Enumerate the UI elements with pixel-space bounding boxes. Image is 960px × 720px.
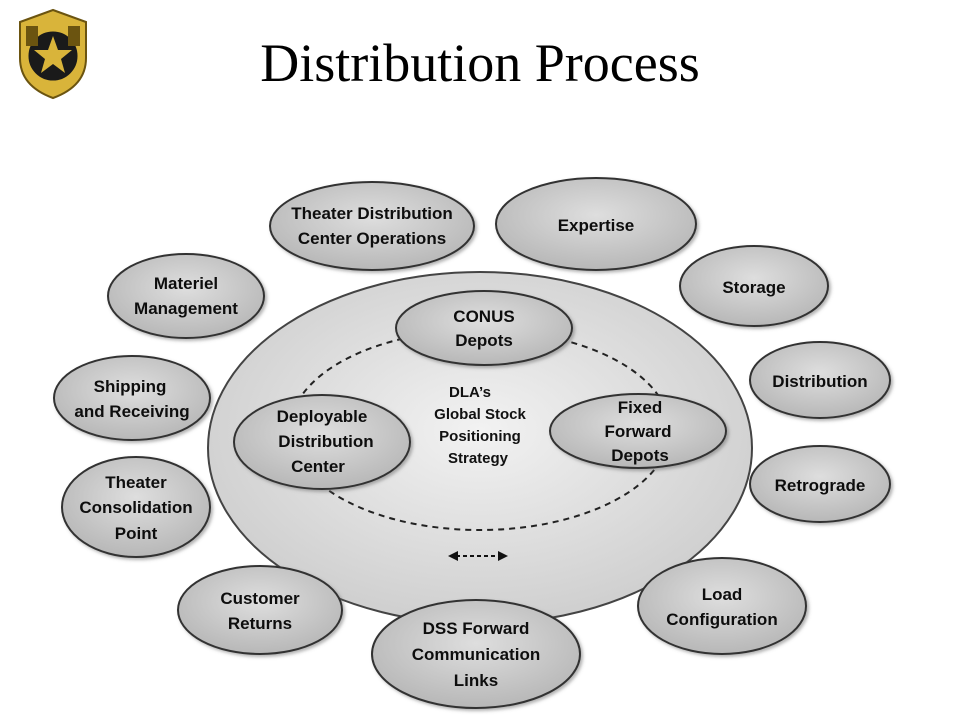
node-label: Retrograde	[775, 476, 866, 495]
node-label: Load	[702, 585, 743, 604]
node-label: Configuration	[666, 610, 777, 629]
node-label: Expertise	[558, 216, 635, 235]
node-label: Theater Distribution	[291, 204, 453, 223]
node-fixed-forward-depots: Fixed Forward Depots	[549, 393, 727, 469]
node-label: Fixed	[618, 398, 662, 417]
node-label: Depots	[611, 446, 669, 465]
node-label: Shipping	[94, 377, 167, 396]
node-label: Point	[115, 524, 158, 543]
node-label: Distribution	[772, 372, 867, 391]
node-label: Materiel	[154, 274, 218, 293]
node-label: Theater	[105, 473, 167, 492]
node-customer-returns: Customer Returns	[177, 565, 343, 655]
center-text-line-2: Global Stock	[434, 406, 526, 423]
node-label: DSS Forward	[423, 619, 530, 638]
node-label: Center	[291, 457, 345, 476]
node-expertise: Expertise	[495, 177, 697, 271]
node-label: Communication	[412, 645, 540, 664]
node-load-configuration: Load Configuration	[637, 557, 807, 655]
node-theater-consolidation-point: Theater Consolidation Point	[61, 456, 211, 558]
node-label: Center Operations	[298, 229, 446, 248]
node-theater-distribution-center-operations: Theater Distribution Center Operations	[269, 181, 475, 271]
bidirectional-arrow-icon	[448, 551, 508, 561]
node-deployable-distribution-center: Deployable Distribution Center	[233, 394, 411, 490]
page-title: Distribution Process	[260, 33, 700, 93]
center-text-line-3: Positioning	[439, 428, 521, 445]
node-shipping-and-receiving: Shipping and Receiving	[53, 355, 211, 441]
node-retrograde: Retrograde	[749, 445, 891, 523]
node-label: CONUS	[453, 307, 514, 326]
unit-insignia-logo	[19, 8, 87, 100]
node-storage: Storage	[679, 245, 829, 327]
node-label: Returns	[228, 614, 292, 633]
node-label: Depots	[455, 331, 513, 350]
center-text-line-4: Strategy	[448, 450, 509, 467]
node-label: Distribution	[278, 432, 373, 451]
node-dss-forward-communication-links: DSS Forward Communication Links	[371, 599, 581, 709]
node-materiel-management: Materiel Management	[107, 253, 265, 339]
node-label: Storage	[722, 278, 785, 297]
center-strategy-text: DLA’s Global Stock Positioning Strategy	[434, 384, 526, 467]
node-label: Customer	[220, 589, 300, 608]
center-text-line-1: DLA’s	[449, 384, 491, 401]
node-label: Management	[134, 299, 238, 318]
node-label: Consolidation	[79, 498, 192, 517]
node-label: Links	[454, 671, 498, 690]
node-distribution: Distribution	[749, 341, 891, 419]
node-label: Deployable	[277, 407, 368, 426]
node-label: Forward	[604, 422, 671, 441]
node-conus-depots: CONUS Depots	[395, 290, 573, 366]
node-label: and Receiving	[74, 402, 189, 421]
